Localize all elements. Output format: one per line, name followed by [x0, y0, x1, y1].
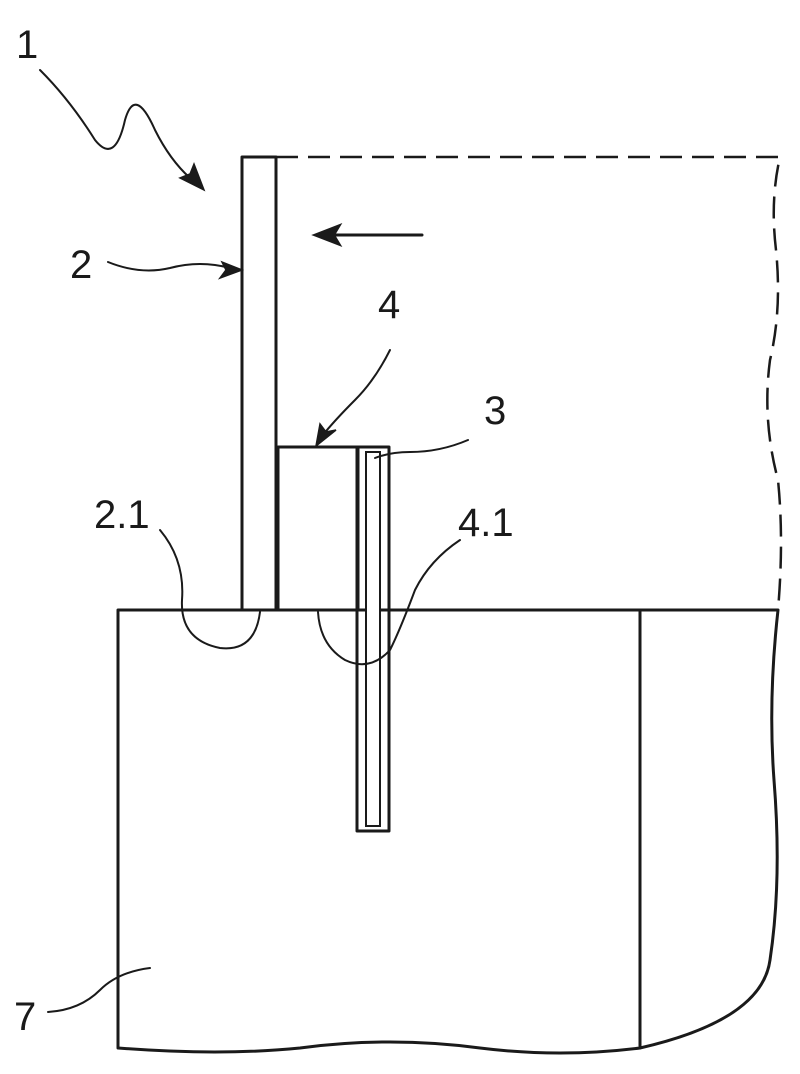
arrow-left-icon — [311, 223, 424, 247]
label-assembly: 1 — [16, 23, 38, 67]
label-base: 7 — [14, 995, 36, 1039]
leader-block-end — [317, 539, 461, 666]
label-wall-end: 2.1 — [94, 493, 150, 537]
leader-block — [314, 349, 391, 448]
base-body — [116, 608, 642, 1055]
label-pin: 3 — [484, 389, 506, 433]
leader-base — [47, 967, 151, 1013]
label-block: 4 — [378, 283, 400, 327]
wall — [240, 155, 278, 612]
leader-pin — [374, 439, 469, 459]
label-wall: 2 — [70, 243, 92, 287]
pin-bore — [365, 451, 381, 827]
label-block-end: 4.1 — [458, 501, 514, 545]
leader-assembly — [39, 69, 206, 192]
leader-wall-end — [159, 529, 261, 650]
pin — [355, 445, 391, 833]
housing-dashed-outline — [276, 155, 783, 611]
leader-wall — [107, 260, 245, 280]
block — [276, 445, 360, 612]
base-right-region — [638, 608, 780, 1050]
